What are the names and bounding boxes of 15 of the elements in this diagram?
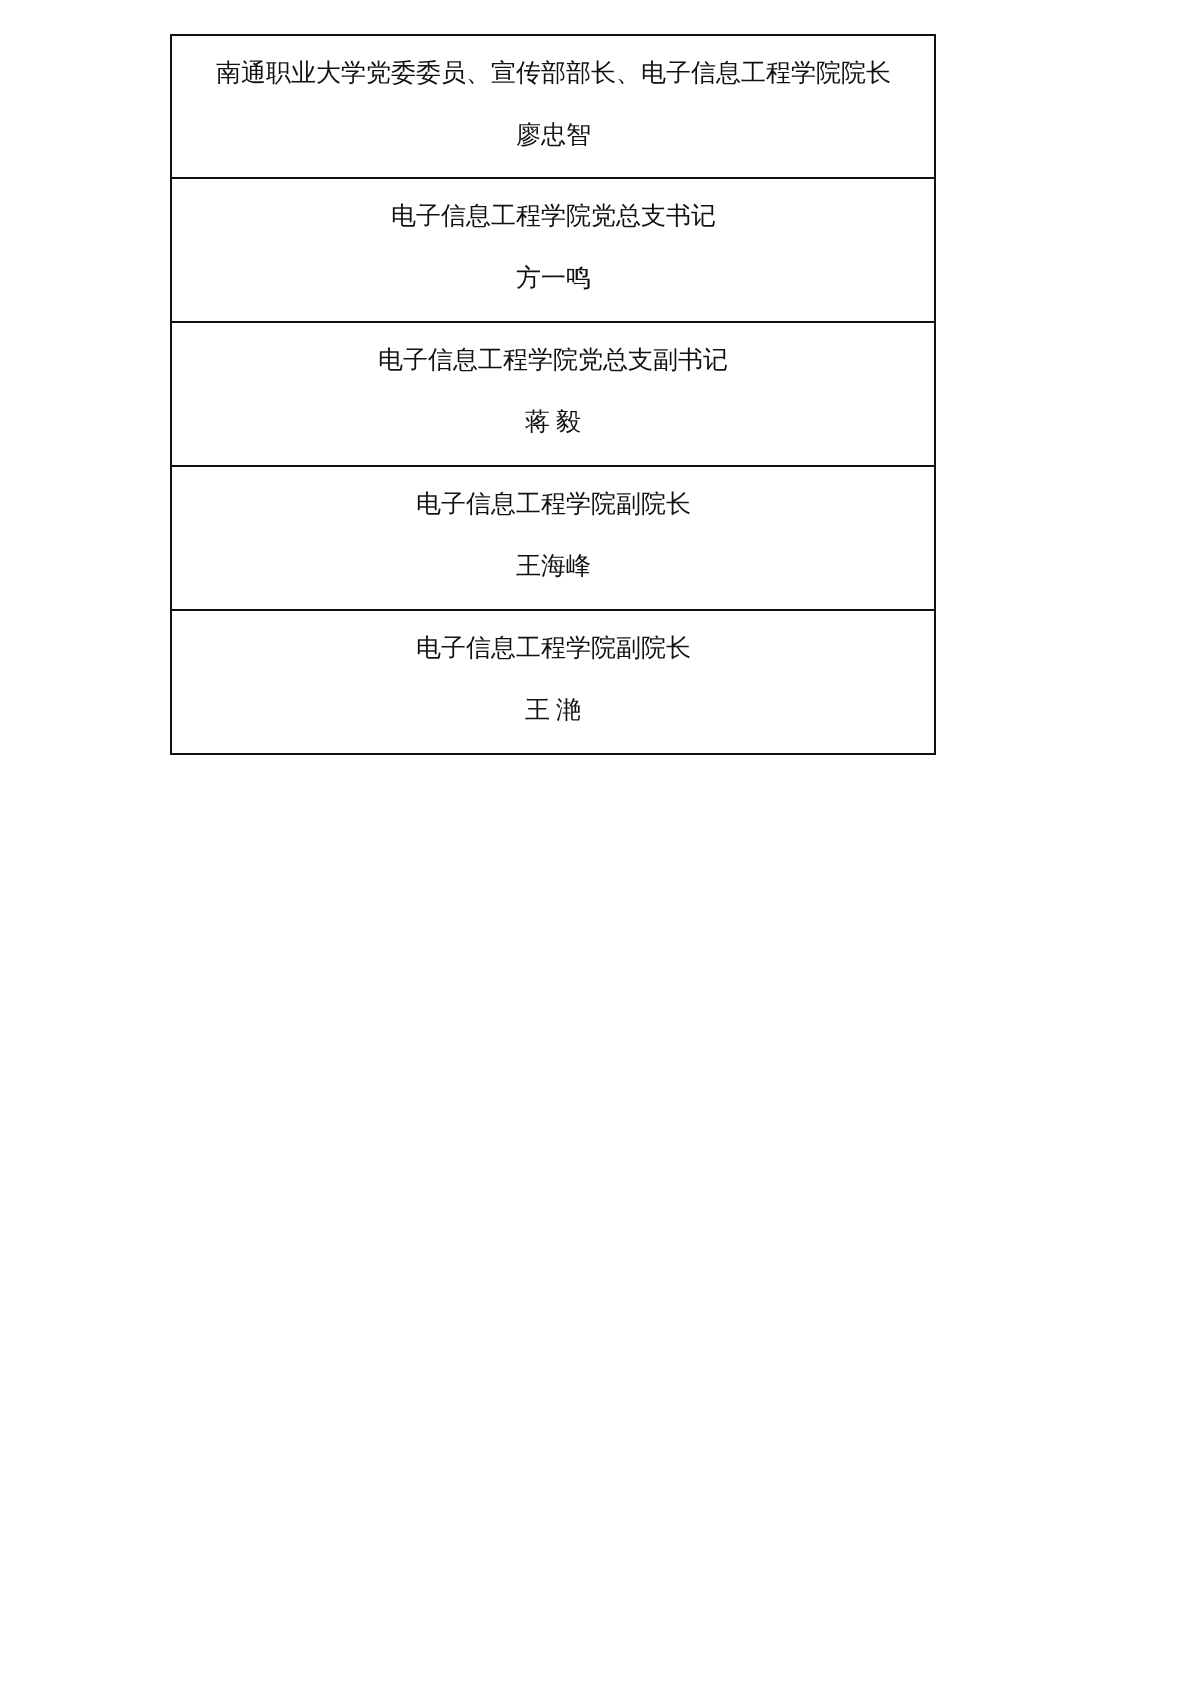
table-cell bbox=[170, 177, 936, 323]
title-text: 电子信息工程学院党总支书记 bbox=[390, 201, 716, 231]
title-text: 电子信息工程学院副院长 bbox=[415, 633, 691, 663]
table-cell bbox=[170, 609, 936, 755]
title-text: 南通职业大学党委委员、宣传部部长、电子信息工程学院院长 bbox=[215, 58, 891, 88]
name-text: 蒋 毅 bbox=[524, 407, 582, 437]
title-text: 电子信息工程学院党总支副书记 bbox=[378, 345, 728, 375]
title-text: 电子信息工程学院副院长 bbox=[415, 489, 691, 519]
name-text: 王 滟 bbox=[524, 695, 582, 725]
table-cell bbox=[170, 34, 936, 179]
table-cell bbox=[170, 321, 936, 467]
name-text: 方一鸣 bbox=[515, 263, 591, 293]
name-text: 廖忠智 bbox=[515, 120, 591, 150]
table-cell bbox=[170, 465, 936, 611]
name-text: 王海峰 bbox=[515, 551, 591, 581]
